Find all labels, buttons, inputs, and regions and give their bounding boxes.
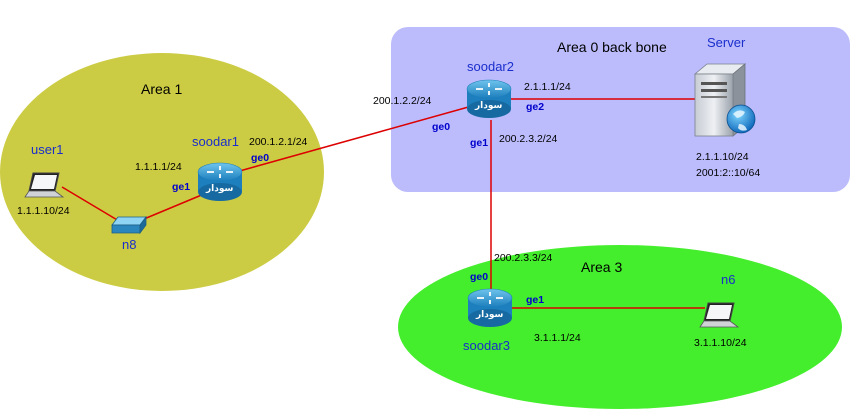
soodar2-ge2-label: ge2: [526, 101, 544, 113]
user1-laptop-icon[interactable]: [24, 172, 65, 198]
soodar1-label: soodar1: [192, 134, 239, 149]
n6-ip-label: 3.1.1.10/24: [694, 337, 747, 349]
link-user1-n8: [61, 186, 125, 225]
soodar1-ge0-ip-label: 200.1.2.1/24: [249, 136, 308, 148]
soodar2-ge0-label: ge0: [432, 121, 450, 133]
n6-laptop-icon[interactable]: [699, 302, 740, 328]
soodar2-ge1-label: ge1: [470, 137, 488, 149]
soodar3-ge1-ip-label: 3.1.1.1/24: [534, 332, 581, 344]
soodar1-badge: سودار: [205, 184, 234, 194]
area-1-region: [0, 53, 324, 291]
link-soodar1-soodar2: [235, 105, 473, 173]
soodar3-ge0-ip-label: 200.2.3.3/24: [494, 252, 553, 264]
soodar2-router-icon[interactable]: سودار: [466, 79, 512, 118]
soodar1-ge1-label: ge1: [172, 181, 190, 193]
user1-ip-label: 1.1.1.10/24: [17, 205, 70, 217]
server-ipv4-label: 2.1.1.10/24: [696, 151, 749, 163]
server-ipv6-label: 2001:2::10/64: [696, 167, 760, 179]
soodar1-ge1-ip-label: 1.1.1.1/24: [135, 161, 182, 173]
server-label: Server: [707, 35, 746, 50]
user1-label: user1: [31, 142, 64, 157]
soodar2-label: soodar2: [467, 59, 514, 74]
soodar3-router-icon[interactable]: سودار: [467, 288, 513, 327]
soodar3-label: soodar3: [463, 338, 510, 353]
soodar1-ge0-label: ge0: [251, 152, 269, 164]
area-0-label: Area 0 back bone: [557, 39, 667, 55]
server-icon[interactable]: [693, 63, 756, 137]
n8-switch-icon[interactable]: [111, 215, 147, 235]
soodar3-badge: سودار: [475, 310, 504, 320]
area-1-label: Area 1: [141, 81, 182, 97]
soodar2-ge2-ip-label: 2.1.1.1/24: [524, 81, 571, 93]
n6-label: n6: [721, 272, 735, 287]
soodar2-ge0-ip-label: 200.1.2.2/24: [373, 95, 432, 107]
soodar2-badge: سودار: [474, 101, 503, 111]
n8-label: n8: [122, 237, 136, 252]
soodar1-router-icon[interactable]: سودار: [197, 162, 243, 201]
soodar2-ge1-ip-label: 200.2.3.2/24: [499, 133, 558, 145]
soodar3-ge0-label: ge0: [470, 271, 488, 283]
soodar3-ge1-label: ge1: [526, 294, 544, 306]
area-3-label: Area 3: [581, 259, 622, 275]
area-3-region: [398, 245, 842, 409]
